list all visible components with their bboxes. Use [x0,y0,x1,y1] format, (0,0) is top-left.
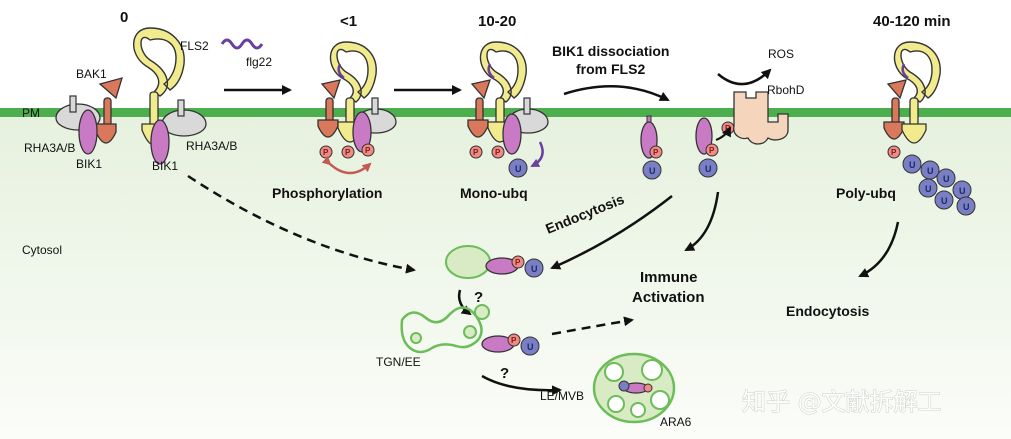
svg-text:U: U [527,342,534,352]
svg-text:P: P [495,148,501,157]
rbohd: RbohD [733,83,805,145]
phosphorylation-label: Phosphorylation [272,185,382,201]
ubiquitin [902,154,922,174]
pm-label: PM [22,106,40,120]
vesicle-bik1: P U [445,245,544,279]
arrow-dissociation [563,85,670,102]
phosphorylation-complex: P P P [317,41,397,175]
ubiquitin [956,196,976,216]
tgn-membrane [400,306,483,354]
ara6-label: ARA6 [660,415,692,429]
dissociation-label-line1: BIK1 dissociation [552,43,669,59]
arrow-endocytosis-to-vesicle [550,195,673,270]
bik1-left-shape [78,109,98,155]
ros-arrow [717,68,772,86]
rbohd-label: RbohD [767,83,805,97]
svg-text:P: P [511,336,517,345]
arrow-poly-to-endocytosis [858,221,900,278]
plasma-membrane [0,108,1011,117]
svg-text:U: U [515,164,522,174]
svg-text:P: P [515,258,521,267]
rbohd-shape [733,91,789,145]
rha-right-label: RHA3A/B [186,139,237,153]
svg-text:U: U [649,166,656,176]
bik1-right-shape [150,119,170,165]
time-label-2: 10-20 [478,13,516,30]
fls2-ectodomain [132,27,185,97]
endocytosis-right-label: Endocytosis [786,303,869,319]
rha-left-label: RHA3A/B [24,141,75,155]
svg-text:U: U [705,164,712,174]
svg-text:U: U [925,184,932,194]
ubiquitin [508,158,528,178]
rha3ab-right-shape [161,109,207,137]
ros-label: ROS [768,47,794,61]
mono-ubq-label: Mono-ubq [460,185,528,201]
poly-ubiquitination-complex: P U U U U U U U [883,41,976,216]
poly-ubq-label: Poly-ubq [836,185,896,201]
svg-text:P: P [365,146,371,155]
time-label-1: <1 [340,13,357,30]
svg-text:P: P [653,148,659,157]
ubiquitin [936,168,956,188]
svg-text:P: P [891,148,897,157]
svg-text:P: P [709,146,715,155]
tgn-ee-label: TGN/EE [376,355,421,369]
question-mark-1: ? [474,289,483,306]
bik1-left-label: BIK1 [76,157,102,171]
question-mark-2: ? [500,365,509,382]
svg-text:U: U [941,196,948,206]
resting-complex: BAK1 FLS2 RHA3A/B RHA3A/B BIK1 BIK1 [24,27,237,173]
transphosphorylation-arrow [321,155,372,175]
svg-text:P: P [345,148,351,157]
svg-text:U: U [959,186,966,196]
le-mvb-label: LE/MVB [540,389,584,403]
dashed-arrow-tgn-to-immune [551,316,634,336]
svg-text:U: U [909,160,916,170]
svg-text:P: P [473,148,479,157]
free-bik1-1: P U [640,115,663,180]
ubiquitin [934,190,954,210]
ubiquitin [918,178,938,198]
svg-text:U: U [963,202,970,212]
svg-text:P: P [323,148,329,157]
cytosol-label: Cytosol [22,243,62,257]
endocytic-vesicle [445,245,491,279]
bik1-right-label: BIK1 [152,159,178,173]
immune-label-line1: Immune [640,269,698,286]
immune-label-line2: Activation [632,289,705,306]
bak1-ectodomain [98,77,123,100]
arrow-to-immune [684,191,720,252]
arrow-vesicle-to-tgn [457,289,472,316]
svg-text:U: U [531,264,538,274]
time-label-3: 40-120 min [873,13,951,30]
dashed-arrow-to-vesicle [187,174,416,274]
time-label-0: 0 [120,9,128,26]
tgn-ee: P U [400,304,540,356]
svg-text:U: U [927,166,934,176]
flg22-peptide [220,38,264,50]
svg-text:U: U [943,174,950,184]
flg22-label: flg22 [246,55,272,69]
le-mvb [592,352,676,424]
free-bik1-2: P U P [695,117,735,178]
arrow-tgn-to-mvb [481,374,562,396]
watermark: 知乎 @文献拆解工 [742,388,942,416]
dissociation-label-line2: from FLS2 [576,61,645,77]
fls2-label: FLS2 [180,39,209,53]
bak1-label: BAK1 [76,67,107,81]
mono-ubiquitination-complex: P P U [467,41,549,178]
